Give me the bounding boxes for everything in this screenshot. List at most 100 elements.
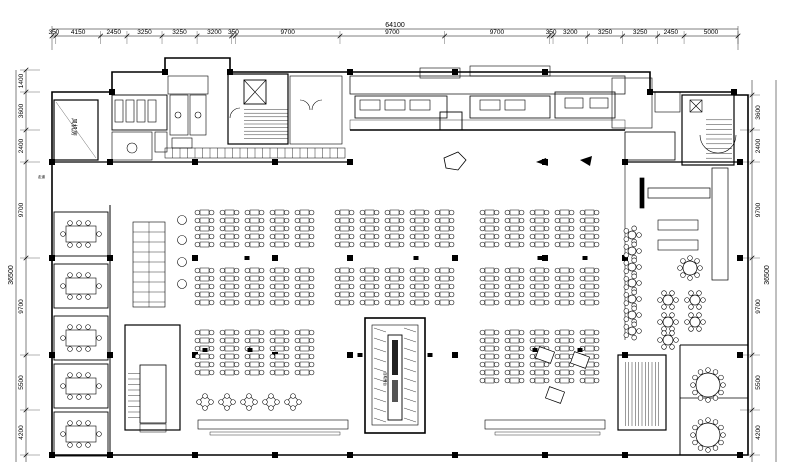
dining-table (389, 283, 400, 290)
dining-table (509, 283, 520, 290)
left-total-dimension: 36500 (8, 265, 15, 285)
feature-table (534, 346, 556, 364)
dining-table (414, 225, 425, 232)
dining-table (339, 217, 350, 224)
small-round-table (177, 215, 187, 225)
round-table (627, 310, 637, 320)
dining-table (364, 283, 375, 290)
dining-table (199, 225, 210, 232)
small-round-table (177, 257, 187, 267)
dining-table (199, 283, 210, 290)
dining-table (389, 209, 400, 216)
dining-table (534, 369, 545, 376)
dining-table (509, 361, 520, 368)
dining-table (199, 361, 210, 368)
dining-table (299, 361, 310, 368)
dining-table (249, 233, 260, 240)
dining-table (364, 209, 375, 216)
left-dimension-label: 5500 (18, 375, 25, 390)
column (452, 352, 458, 358)
dining-table (534, 337, 545, 344)
dining-table (559, 267, 570, 274)
dining-table (534, 225, 545, 232)
dining-table (534, 217, 545, 224)
dining-table (484, 299, 495, 306)
dining-table (299, 345, 310, 352)
column (192, 452, 198, 458)
left-dimension-label: 3600 (18, 103, 25, 118)
column (162, 69, 168, 75)
dining-table (249, 241, 260, 248)
dining-table (224, 267, 235, 274)
dining-table (439, 217, 450, 224)
dining-table (199, 337, 210, 344)
dining-table (224, 217, 235, 224)
column-marker (427, 353, 433, 357)
dining-table (509, 241, 520, 248)
left-buffet-racks (132, 221, 166, 308)
dining-table (224, 283, 235, 290)
right-dimension-label: 3600 (755, 105, 762, 120)
dining-table (509, 369, 520, 376)
dining-table (439, 291, 450, 298)
column-marker (244, 256, 250, 260)
left-dimension-label: 2400 (18, 138, 25, 153)
private-room (53, 411, 109, 457)
dining-table (339, 275, 350, 282)
dining-table (299, 291, 310, 298)
dining-table (584, 337, 595, 344)
column (347, 255, 353, 261)
structural-columns (49, 69, 743, 458)
dining-table (364, 225, 375, 232)
column-marker (413, 256, 419, 260)
dining-table (509, 291, 520, 298)
dining-table (414, 283, 425, 290)
dining-table (249, 291, 260, 298)
top-dimension-label: 9700 (385, 29, 400, 36)
dining-table (199, 267, 210, 274)
dining-table (274, 209, 285, 216)
column-marker (577, 348, 583, 352)
round-table (689, 316, 701, 328)
dining-table (224, 275, 235, 282)
dining-table (249, 225, 260, 232)
dining-table (534, 377, 545, 384)
dining-table (509, 209, 520, 216)
round-table (695, 372, 721, 398)
column (542, 69, 548, 75)
column (49, 255, 55, 261)
top-dimension-label: 350 (546, 29, 557, 36)
dining-table (274, 217, 285, 224)
dining-table (299, 283, 310, 290)
dining-table (339, 241, 350, 248)
banquet-table (657, 219, 699, 231)
column-marker (582, 256, 588, 260)
top-dimension-label: 5000 (704, 29, 719, 36)
dining-table (559, 377, 570, 384)
fan-room-label: 风机房 (70, 118, 78, 136)
dining-table (199, 241, 210, 248)
private-room (53, 211, 109, 257)
column (272, 255, 278, 261)
dining-table (534, 241, 545, 248)
dining-table (559, 329, 570, 336)
private-dining-rooms (53, 211, 109, 457)
dining-table (484, 283, 495, 290)
dining-table (199, 329, 210, 336)
dining-table (584, 241, 595, 248)
right-dimension-label: 5500 (755, 375, 762, 390)
service-entry: 走道 (38, 151, 592, 179)
dining-table (439, 267, 450, 274)
dining-table (299, 275, 310, 282)
column (452, 255, 458, 261)
dining-table (249, 369, 260, 376)
round-table (682, 260, 698, 276)
dining-table (484, 209, 495, 216)
dining-table (584, 217, 595, 224)
small-round-table (177, 279, 187, 289)
dining-table (199, 369, 210, 376)
right-dimension-label: 9700 (755, 202, 762, 217)
column-marker (357, 353, 363, 357)
